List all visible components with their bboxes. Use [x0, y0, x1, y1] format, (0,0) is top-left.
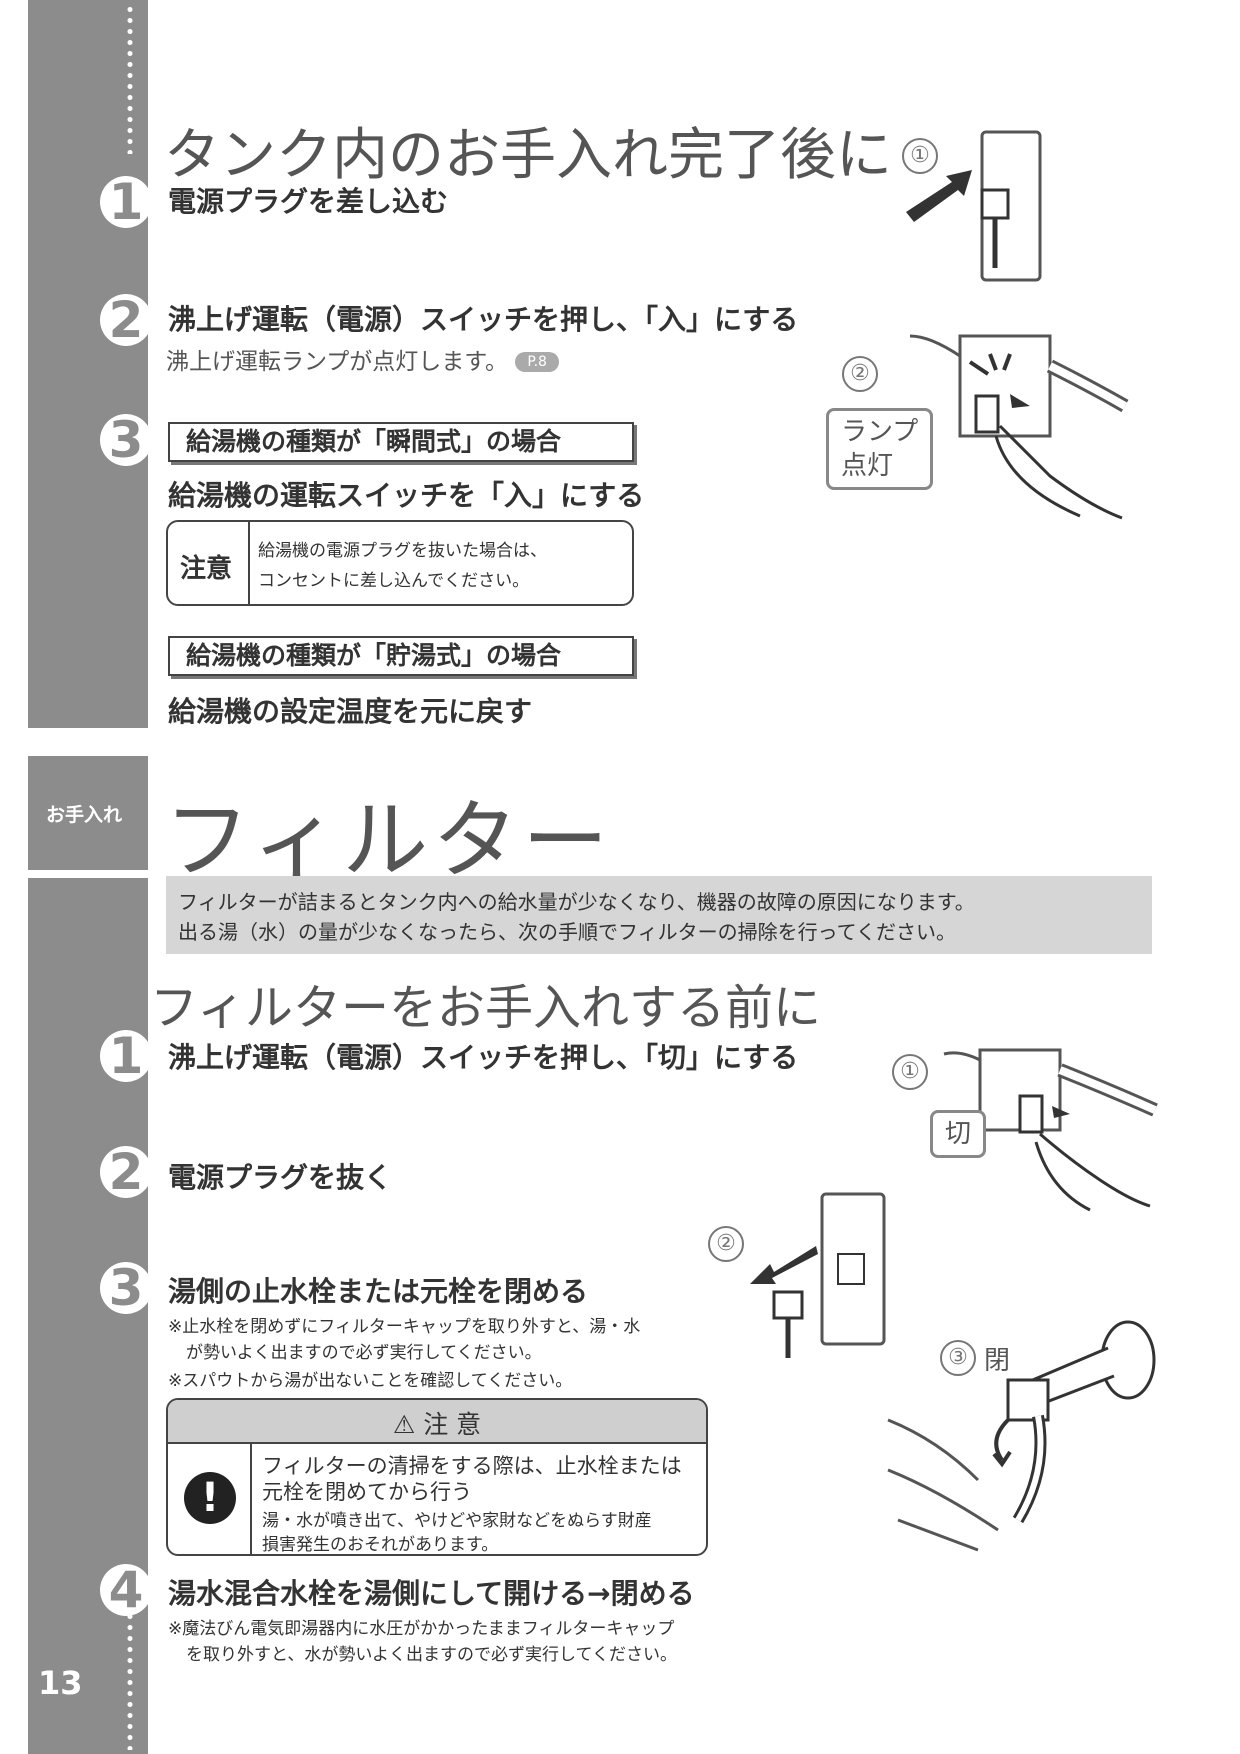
- warning-header-content: ⚠ 注 意: [168, 1405, 706, 1441]
- illustration-marker: ②: [708, 1226, 744, 1262]
- step-note: が勢いよく出ますので必ず実行してください。: [186, 1343, 542, 1363]
- warning-box: ⚠ 注 意 ! フィルターの清掃をする際は、止水栓または 元栓を閉めてから行う …: [166, 1398, 708, 1556]
- sidebar-section-tab: [28, 756, 148, 870]
- warning-text-bold: フィルターの清掃をする際は、止水栓または: [262, 1454, 682, 1478]
- intro-box: フィルターが詰まるとタンク内への給水量が少なくなり、機器の故障の原因になります。…: [166, 876, 1152, 954]
- step-title: 湯水混合水栓を湯側にして開ける→閉める: [168, 1577, 695, 1610]
- lamp-callout-line: ランプ: [841, 417, 919, 447]
- step-title: 電源プラグを差し込む: [168, 185, 449, 218]
- switch-press-illustration: [909, 334, 1129, 520]
- warning-detail: 損害発生のおそれがあります。: [262, 1535, 499, 1555]
- page-number: 13: [38, 1664, 83, 1702]
- prohibition-icon: !: [184, 1472, 236, 1524]
- step-number: 2: [108, 1143, 144, 1201]
- step-number: 1: [108, 1027, 144, 1085]
- step-title: 湯側の止水栓または元栓を閉める: [168, 1275, 589, 1308]
- page-ref-badge[interactable]: P.8: [515, 352, 559, 372]
- section2-title: フィルター: [164, 791, 613, 891]
- step-number: 3: [108, 411, 144, 469]
- step-circle: [100, 1564, 152, 1616]
- close-label: 閉: [984, 1346, 1011, 1376]
- step-title: 給湯機の設定温度を元に戻す: [168, 695, 533, 728]
- switch-off-illustration: [943, 1048, 1158, 1212]
- section2-subtitle: フィルターをお手入れする前に: [150, 980, 822, 1036]
- step-note: ※魔法びん電気即湯器内に水圧がかかったままフィルターキャップ: [168, 1619, 675, 1639]
- lamp-callout: ランプ 点灯: [826, 408, 934, 490]
- warning-header: ⚠ 注 意: [168, 1400, 706, 1444]
- warning-divider: [250, 1444, 252, 1554]
- caution-divider: [248, 522, 250, 604]
- step-title: 電源プラグを抜く: [168, 1161, 393, 1194]
- section-side-label: お手入れ: [46, 804, 123, 826]
- caution-box: 注意 給湯機の電源プラグを抜いた場合は、 コンセントに差し込んでください。: [166, 520, 634, 606]
- illustration-marker: ①: [892, 1054, 928, 1090]
- warning-header-text: 注 意: [423, 1410, 482, 1439]
- lamp-callout-line: 点灯: [841, 451, 894, 481]
- off-callout: 切: [930, 1110, 987, 1158]
- section1-title: タンク内のお手入れ完了後に: [164, 123, 892, 188]
- caution-text: コンセントに差し込んでください。: [258, 571, 530, 591]
- illustration-marker: ②: [842, 356, 878, 392]
- step-number: 1: [108, 173, 144, 231]
- case-tag: 給湯機の種類が「貯湯式」の場合: [168, 636, 634, 676]
- unplug-illustration: [750, 1192, 886, 1358]
- step-subtext-text: 沸上げ運転ランプが点灯します。: [166, 349, 509, 375]
- intro-text: フィルターが詰まるとタンク内への給水量が少なくなり、機器の故障の原因になります。: [178, 890, 975, 914]
- step-number: 2: [108, 291, 144, 349]
- warning-detail: 湯・水が噴き出て、やけどや家財などをぬらす財産: [262, 1511, 652, 1531]
- step-title: 沸上げ運転（電源）スイッチを押し、「切」にする: [168, 1041, 799, 1074]
- warning-triangle-icon: ⚠: [392, 1410, 416, 1439]
- step-title: 給湯機の運転スイッチを「入」にする: [168, 479, 645, 512]
- dotted-line-top: [125, 4, 135, 154]
- step-number: 4: [108, 1561, 144, 1619]
- step-subtext: 沸上げ運転ランプが点灯します。 P.8: [166, 342, 559, 376]
- warning-text-bold: 元栓を閉めてから行う: [262, 1480, 472, 1504]
- step-note: ※止水栓を閉めずにフィルターキャップを取り外すと、湯・水: [168, 1317, 641, 1337]
- step-circle: [100, 1146, 152, 1198]
- intro-text: 出る湯（水）の量が少なくなったら、次の手順でフィルターの掃除を行ってください。: [178, 920, 956, 944]
- caution-text: 給湯機の電源プラグを抜いた場合は、: [258, 541, 547, 561]
- step-note: ※スパウトから湯が出ないことを確認してください。: [168, 1371, 573, 1391]
- step-circle: [100, 1262, 152, 1314]
- illustration-marker: ③: [940, 1340, 976, 1376]
- step-circle: [100, 1030, 152, 1082]
- dotted-line-bottom: [125, 1600, 135, 1750]
- step-circle: [100, 176, 152, 228]
- case-tag: 給湯機の種類が「瞬間式」の場合: [168, 422, 634, 462]
- valve-close-illustration: [887, 1320, 1156, 1552]
- caution-label: 注意: [180, 554, 233, 584]
- outlet-plug-illustration: [906, 130, 1042, 282]
- step-circle: [100, 414, 152, 466]
- step-number: 3: [108, 1259, 144, 1317]
- step-title: 沸上げ運転（電源）スイッチを押し、「入」にする: [168, 303, 799, 336]
- illustration-marker: ①: [902, 138, 938, 174]
- step-circle: [100, 294, 152, 346]
- step-note: を取り外すと、水が勢いよく出ますので必ず実行してください。: [186, 1645, 677, 1665]
